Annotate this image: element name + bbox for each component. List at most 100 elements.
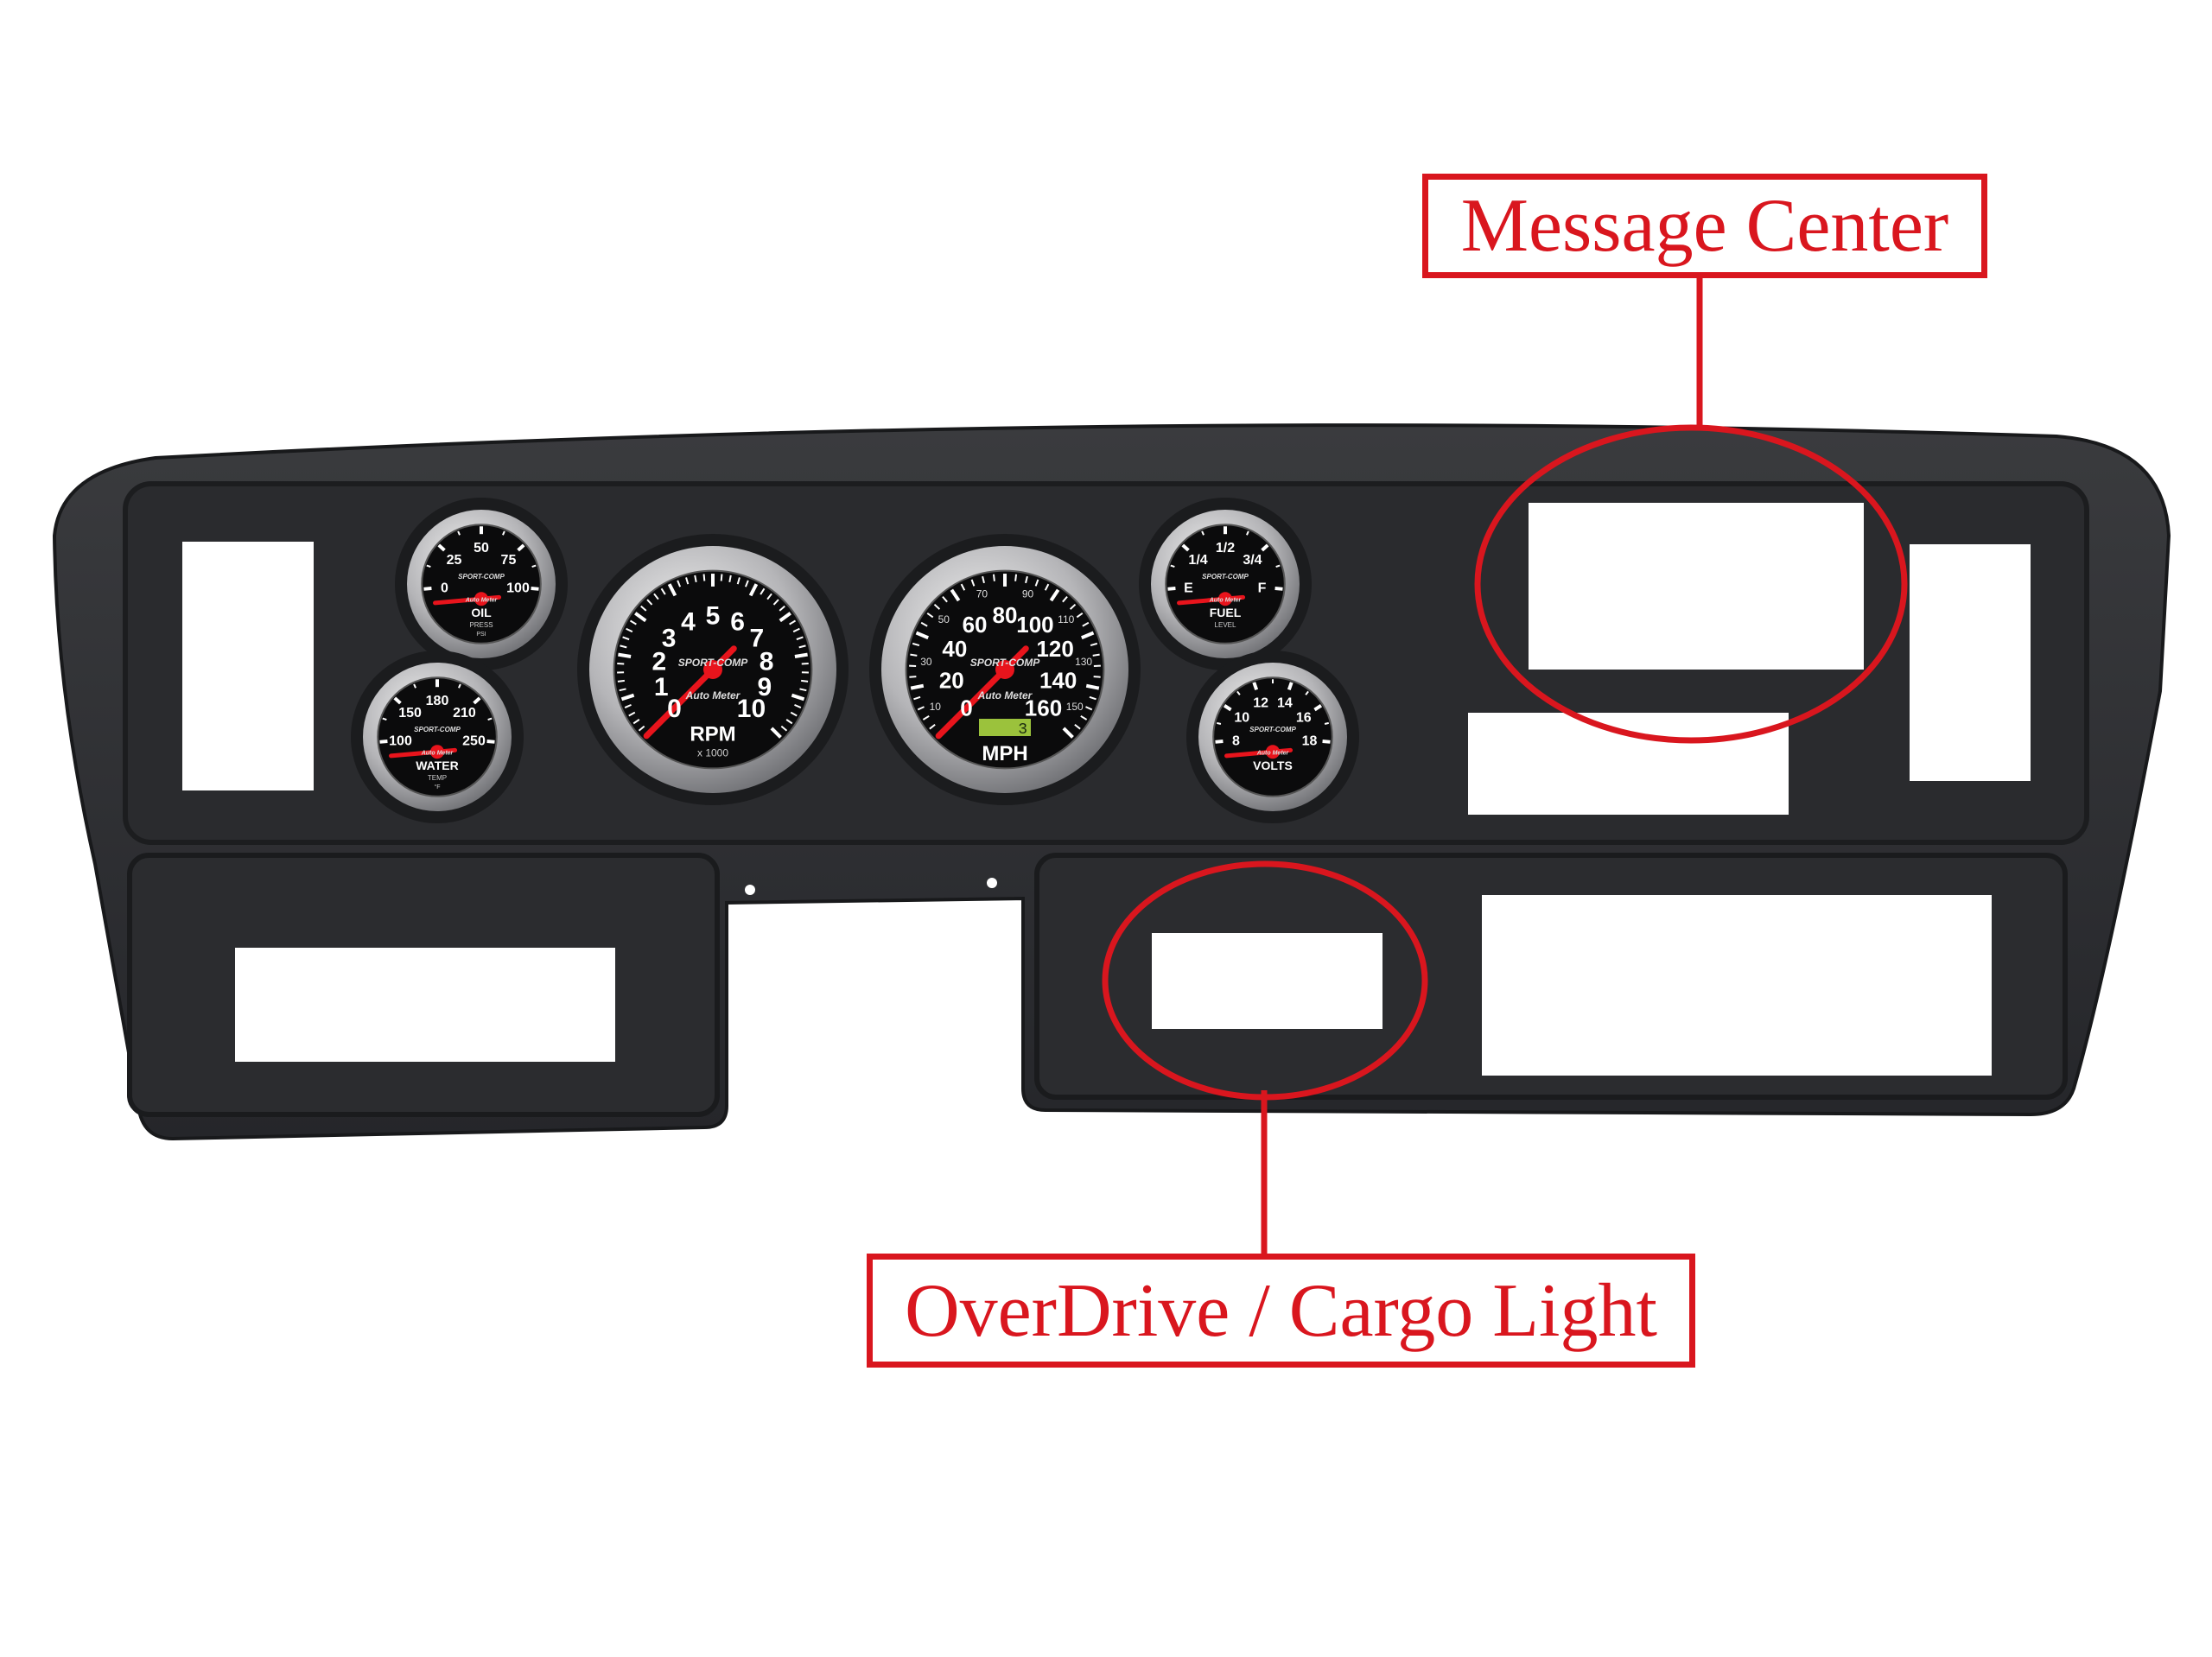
- gauge-tick: [720, 574, 723, 581]
- gauge-tick: [929, 723, 936, 730]
- gauge-tick: [748, 583, 759, 597]
- gauge-tick: [794, 703, 802, 708]
- gauge-tick-label: 25: [447, 553, 462, 568]
- gauge-tick: [950, 588, 961, 602]
- gauge-tick: [1076, 612, 1084, 619]
- gauge-tick: [791, 693, 805, 702]
- gauge-tick-label: 150: [398, 706, 422, 721]
- gauge-tick: [624, 703, 632, 708]
- gauge-tick: [1049, 588, 1060, 602]
- gauge-tick: [744, 580, 749, 587]
- gauge-tick: [1081, 631, 1095, 640]
- gauge-tick: [992, 574, 995, 581]
- gauge-tick-label: 250: [462, 733, 486, 748]
- gauge-tick: [1305, 690, 1309, 695]
- gauge-tick-label: 1/2: [1216, 541, 1235, 556]
- gauge-tick: [1170, 564, 1175, 568]
- gauge-minor-label: 130: [1075, 656, 1092, 668]
- gauge-tick: [1167, 587, 1176, 591]
- gauge-tick: [1085, 683, 1100, 690]
- gauge-tick: [933, 603, 941, 610]
- gauge-tick: [629, 619, 637, 625]
- gauge-tick: [970, 579, 976, 587]
- gauge-tick: [702, 574, 706, 581]
- gauge-tick-label: 10: [1234, 710, 1249, 725]
- gauge-tick: [1275, 564, 1281, 568]
- gauge-tick-label: 10: [737, 695, 766, 723]
- gauge-subtitle: x 1000: [697, 746, 728, 759]
- gauge-maker-logo: Auto Meter: [685, 689, 741, 702]
- gauge-maker-logo: Auto Meter: [421, 751, 454, 757]
- gauge-tick: [628, 711, 636, 717]
- odometer-lcd: [979, 719, 1031, 736]
- gauge-brand: SPORT-COMP: [458, 573, 505, 581]
- gauge-needle-hub: [1218, 592, 1232, 606]
- gauge-tick-label: 100: [506, 581, 530, 595]
- gauge-tick: [792, 627, 800, 633]
- gauge-tick-label: 1: [654, 673, 669, 702]
- lower-left-cutout: [235, 948, 615, 1062]
- gauge-tick: [798, 644, 806, 649]
- gauge-unit: °F: [434, 784, 440, 790]
- gauge-needle: [389, 747, 458, 759]
- gauge-tick-label: 3: [662, 625, 677, 653]
- gauge-tick: [1215, 740, 1224, 744]
- gauge-tick-label: 75: [501, 553, 517, 568]
- mount-hole: [987, 878, 997, 888]
- gauge-tick-label: 100: [389, 733, 412, 748]
- gauge-tick: [437, 543, 446, 552]
- overdrive-cargo-cutout: [1152, 933, 1382, 1029]
- gauge-needle: [1177, 594, 1246, 606]
- gauge-tick: [1062, 727, 1074, 739]
- gauge-tick: [1287, 682, 1294, 691]
- gauge-tick: [1313, 703, 1323, 712]
- gauge-face: [421, 524, 542, 644]
- gauge-tick: [1085, 706, 1093, 711]
- gauge-subtitle: PRESS: [469, 621, 493, 629]
- gauge-maker-logo: Auto Meter: [1209, 598, 1243, 604]
- gauge-face: [1165, 524, 1286, 644]
- gauge-minor-label: 90: [1022, 587, 1034, 600]
- gauge-tick: [382, 717, 387, 721]
- overdrive-highlight-ellipse: [1102, 860, 1428, 1101]
- gauge-tick: [801, 679, 809, 682]
- gauge-tick-label: 14: [1277, 695, 1293, 710]
- right-vent-cutout: [1910, 544, 2031, 781]
- message-center-label: Message Center: [1422, 174, 1987, 278]
- gauge-tick: [694, 575, 697, 583]
- gauge-tick: [617, 679, 625, 682]
- gauge-brand: SPORT-COMP: [678, 657, 748, 669]
- gauge-tick: [1074, 723, 1081, 730]
- gauge-tick: [423, 587, 432, 591]
- gauge-tick: [531, 564, 537, 568]
- gauge-tick-label: 1/4: [1188, 553, 1207, 568]
- gauge-needle-hub: [474, 592, 488, 606]
- gauge-tick: [502, 530, 505, 536]
- gauge-tick: [1044, 583, 1050, 591]
- gauge-needle-hub: [995, 660, 1014, 679]
- gauge-tick-label: 160: [1025, 695, 1062, 721]
- gauge-tick: [942, 595, 948, 603]
- gauge-tick: [922, 714, 930, 721]
- gauge-title: OIL: [471, 606, 492, 619]
- gauge-tick: [1090, 642, 1098, 647]
- gauge-tick-label: 5: [706, 602, 721, 631]
- gauge-tick: [486, 740, 495, 744]
- gauge-needle-hub: [430, 745, 444, 759]
- gauge-tick: [517, 543, 525, 552]
- gauge-tick: [794, 652, 808, 658]
- gauge-tick: [920, 621, 928, 627]
- gauge-tick: [1181, 543, 1190, 552]
- gauge-tick: [1252, 682, 1259, 691]
- gauge-tick: [1069, 603, 1077, 610]
- gauge-tick: [1223, 703, 1232, 712]
- gauge-title: MPH: [982, 742, 1027, 765]
- gauge-subtitle: LEVEL: [1215, 621, 1236, 629]
- gauge-maker-logo: Auto Meter: [465, 598, 499, 604]
- gauge-needle-hub: [703, 660, 722, 679]
- message-center-highlight-ellipse: [1474, 424, 1908, 744]
- gauge-minor-label: 50: [938, 613, 950, 625]
- gauge-tick-label: 120: [1036, 636, 1073, 662]
